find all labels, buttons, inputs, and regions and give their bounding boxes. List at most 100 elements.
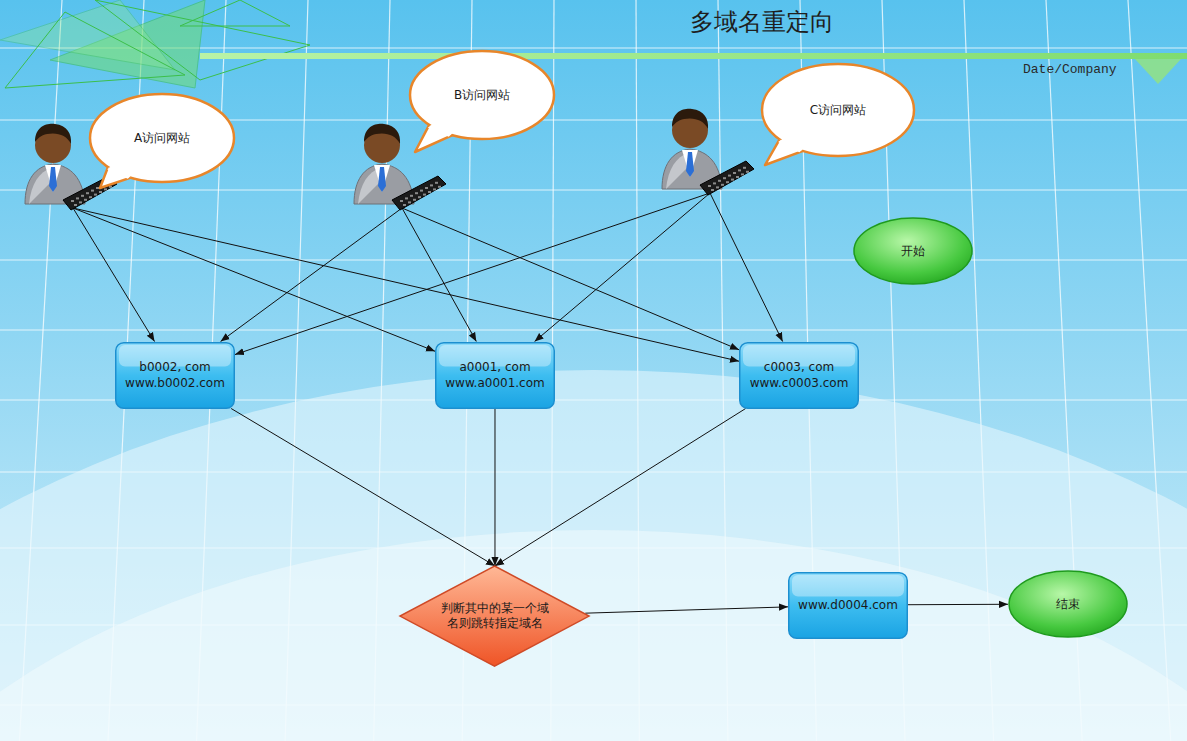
keyboard-key bbox=[435, 182, 438, 184]
keyboard-key bbox=[71, 200, 74, 202]
process-box: c0003, comwww.c0003.com bbox=[739, 342, 859, 409]
keyboard-key bbox=[438, 186, 441, 188]
keyboard-key bbox=[430, 184, 433, 186]
grid-line bbox=[0, 189, 1187, 190]
text-holder: a0001, comwww.a0001.com bbox=[445, 359, 545, 391]
ellipse-outline bbox=[854, 218, 972, 284]
floor-glow bbox=[0, 530, 1187, 741]
keyboard bbox=[392, 176, 446, 210]
keyboard-key bbox=[721, 184, 724, 186]
bubble-outline bbox=[410, 51, 554, 139]
text-holder: 判断其中的某一个域名则跳转指定域名 bbox=[439, 601, 551, 631]
keyboard-key bbox=[96, 187, 99, 189]
user-tie bbox=[378, 167, 386, 192]
process-box: www.d0004.com bbox=[788, 572, 908, 639]
keyboard-key bbox=[99, 191, 102, 193]
terminal-ellipse: 开始 bbox=[853, 217, 973, 285]
keyboard-key bbox=[413, 199, 416, 201]
user-shirt bbox=[374, 165, 390, 192]
keyboard-key bbox=[94, 194, 97, 196]
keyboard-key bbox=[84, 199, 87, 201]
keyboard-key bbox=[746, 171, 749, 173]
keyboard-key bbox=[400, 200, 403, 202]
deco-triangle bbox=[180, 0, 290, 26]
node-text: c0003, com bbox=[750, 359, 849, 375]
connector-arrow bbox=[710, 193, 783, 342]
keyboard-key bbox=[79, 201, 82, 203]
grid-line bbox=[0, 259, 1187, 260]
header-bar bbox=[200, 53, 1187, 59]
grid-line bbox=[0, 329, 1187, 330]
node-text: www.d0004.com bbox=[798, 597, 898, 613]
keyboard-key bbox=[423, 194, 426, 196]
keyboard-key bbox=[728, 175, 731, 177]
keyboard-key bbox=[741, 173, 744, 175]
keyboard-key bbox=[723, 177, 726, 179]
node-text: www.c0003.com bbox=[750, 375, 849, 391]
speech-bubble: A访问网站 bbox=[18, 92, 240, 217]
node-text: www.a0001.com bbox=[445, 375, 545, 391]
keyboard-key bbox=[86, 192, 89, 194]
user-hair bbox=[35, 124, 71, 144]
keyboard-key bbox=[410, 195, 413, 197]
floor-glow bbox=[0, 370, 1187, 741]
text-holder: 开始 bbox=[901, 243, 925, 259]
node-text: www.b0002.com bbox=[125, 375, 225, 391]
text-holder: A访问网站 bbox=[134, 130, 190, 146]
connector-arrow bbox=[73, 208, 155, 342]
connector-arrow bbox=[495, 409, 746, 566]
shape-outline bbox=[658, 60, 920, 200]
text-holder: b0002, comwww.b0002.com bbox=[125, 359, 225, 391]
user-hair bbox=[364, 124, 400, 144]
connector-arrow bbox=[585, 607, 788, 613]
connector-arrow bbox=[231, 409, 495, 566]
keyboard-key bbox=[713, 182, 716, 184]
keyboard-key bbox=[74, 204, 77, 206]
shape-outline bbox=[18, 92, 240, 217]
connector-arrow bbox=[494, 409, 495, 566]
keyboard-key bbox=[408, 201, 411, 203]
node-text: a0001, com bbox=[445, 359, 545, 375]
bubble-join bbox=[428, 120, 457, 136]
keyboard-key bbox=[743, 167, 746, 169]
user-icon bbox=[662, 109, 754, 195]
bubble-outline bbox=[90, 94, 234, 182]
deco-triangle bbox=[95, 0, 310, 80]
shape-outline bbox=[348, 48, 558, 220]
keyboard-key bbox=[81, 195, 84, 197]
keyboard-key bbox=[736, 176, 739, 178]
keyboard-key bbox=[428, 191, 431, 193]
connector-arrow bbox=[73, 208, 739, 361]
keyboard-key bbox=[716, 186, 719, 188]
keyboard-key bbox=[726, 181, 729, 183]
keyboard-key bbox=[403, 204, 406, 206]
keyboard-key bbox=[708, 185, 711, 187]
node-text: 开始 bbox=[901, 243, 925, 259]
connector-arrow bbox=[402, 208, 739, 350]
connector-arrow bbox=[402, 208, 476, 342]
decision-diamond: 判断其中的某一个域名则跳转指定域名 bbox=[399, 565, 590, 667]
diamond-outline bbox=[400, 566, 589, 666]
speech-bubble: C访问网站 bbox=[658, 60, 920, 200]
keyboard-key bbox=[733, 172, 736, 174]
user-body bbox=[25, 164, 85, 204]
keyboard-key bbox=[718, 180, 721, 182]
box-outline bbox=[740, 342, 859, 408]
speech-bubble: B访问网站 bbox=[348, 48, 558, 220]
bubble-outline bbox=[762, 64, 914, 156]
keyboard-key bbox=[738, 169, 741, 171]
header-label: Date/Company bbox=[1023, 62, 1117, 77]
user-shirt bbox=[45, 165, 61, 192]
bubble-join bbox=[778, 135, 808, 152]
text-holder: c0003, comwww.c0003.com bbox=[750, 359, 849, 391]
diagram-title: 多域名重定向 bbox=[690, 6, 834, 38]
connector-arrow bbox=[235, 193, 710, 355]
deco-triangle bbox=[5, 12, 185, 88]
node-text: b0002, com bbox=[125, 359, 225, 375]
user-hair bbox=[672, 109, 708, 129]
node-text: 判断其中的某一个域名则跳转指定域名 bbox=[439, 601, 551, 631]
bubble-text: C访问网站 bbox=[810, 102, 866, 118]
connector-arrow bbox=[73, 208, 435, 351]
connector-arrow bbox=[535, 193, 710, 342]
